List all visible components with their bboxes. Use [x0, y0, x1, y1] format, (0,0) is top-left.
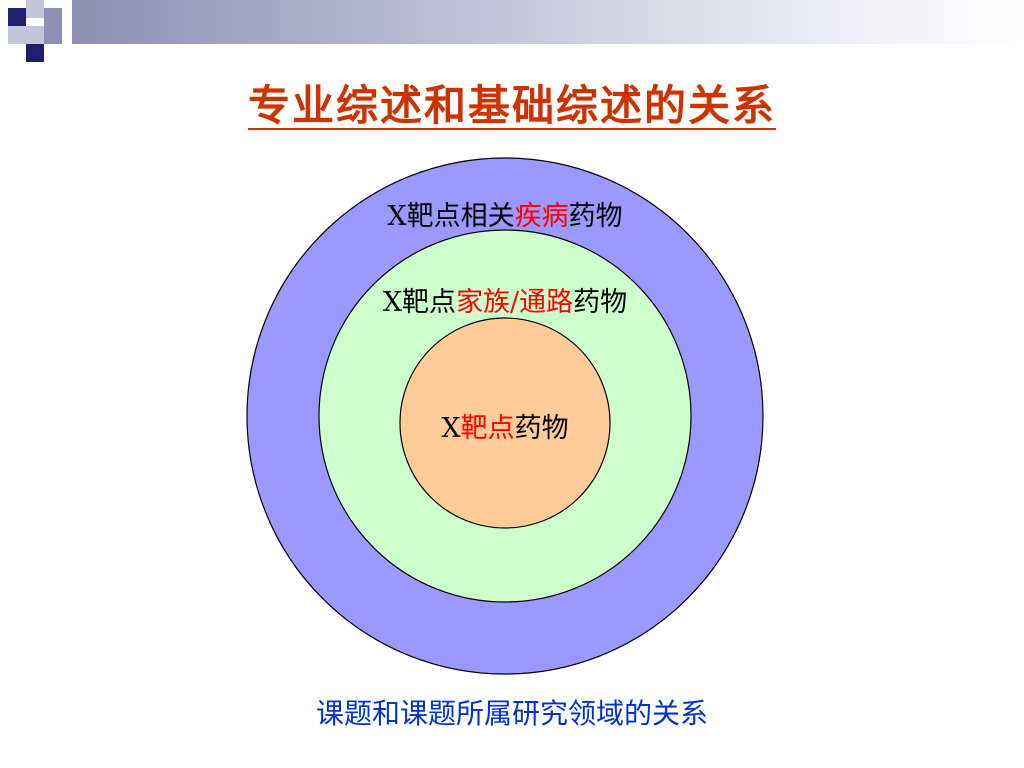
middle-label-prefix: X靶点	[382, 287, 457, 318]
banner-square-light	[26, 0, 44, 18]
outer-label-prefix: X靶点相关	[387, 201, 515, 232]
banner-square-light	[8, 26, 26, 44]
inner-label-highlight: 靶点	[460, 413, 515, 444]
outer-ring-label: X靶点相关疾病药物	[305, 194, 705, 233]
diagram-caption: 课题和课题所属研究领域的关系	[315, 697, 708, 730]
outer-label-suffix: 药物	[568, 201, 623, 232]
slide-title-text: 专业综述和基础综述的关系	[247, 81, 776, 130]
inner-circle	[399, 317, 611, 529]
banner-square-mid	[44, 26, 62, 44]
banner-square-light	[26, 26, 44, 44]
middle-label-suffix: 药物	[573, 287, 628, 318]
banner-square-mid	[44, 8, 62, 26]
middle-label-highlight: 家族/通路	[456, 287, 574, 318]
inner-label-prefix: X	[441, 413, 461, 444]
inner-ring-label: X靶点药物	[355, 406, 655, 445]
header-banner	[0, 0, 1024, 62]
slide-title: 专业综述和基础综述的关系	[0, 72, 1024, 133]
outer-label-highlight: 疾病	[514, 201, 569, 232]
middle-ring-label: X靶点家族/通路药物	[305, 280, 705, 319]
banner-square-dark	[8, 8, 26, 26]
banner-gradient-bar	[72, 0, 1024, 44]
inner-label-suffix: 药物	[514, 413, 569, 444]
banner-square-dark	[26, 44, 44, 62]
